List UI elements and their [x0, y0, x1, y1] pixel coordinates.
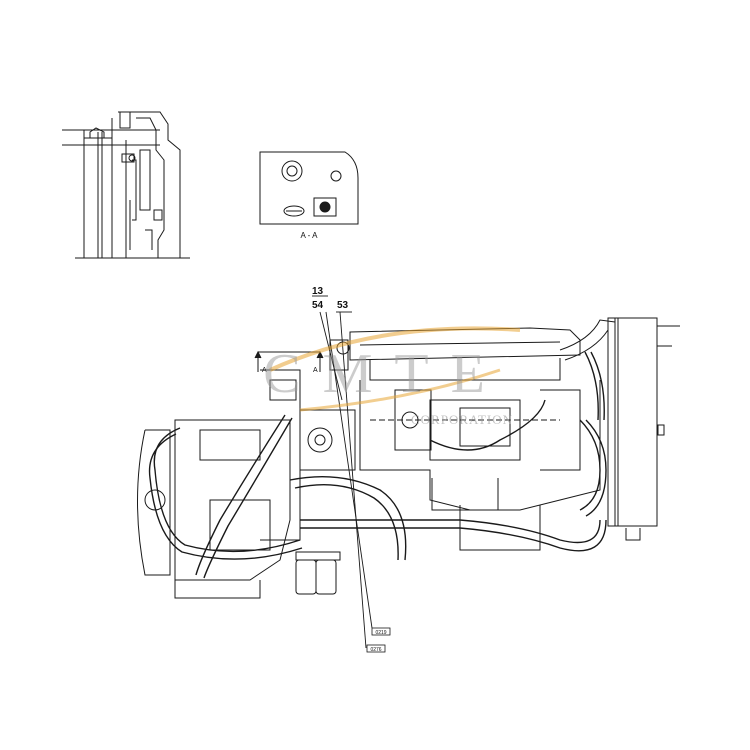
- callout-13: 13: [312, 286, 324, 297]
- watermark-main: CMTE: [263, 343, 507, 405]
- detail-section-view: [62, 111, 190, 259]
- watermark-logo: [269, 326, 521, 412]
- part-tag-lower: 0276: [370, 647, 381, 653]
- section-a-a-detail: [259, 151, 359, 225]
- callout-leader-lines: [312, 295, 373, 649]
- part-tag-upper-box: [371, 627, 391, 636]
- section-cut-markers: [254, 350, 324, 372]
- part-tag-lower-box: [366, 644, 386, 653]
- section-label: A - A: [301, 231, 319, 240]
- callout-54: 54: [312, 300, 324, 311]
- callout-53: 53: [337, 300, 349, 311]
- section-marker-right: A: [313, 367, 318, 374]
- section-marker-left: A: [262, 367, 267, 374]
- engine-body: [137, 317, 680, 599]
- part-tag-upper: 0219: [375, 630, 386, 636]
- watermark-sub: CORPORATION: [411, 412, 513, 427]
- hose-lines: [148, 351, 607, 579]
